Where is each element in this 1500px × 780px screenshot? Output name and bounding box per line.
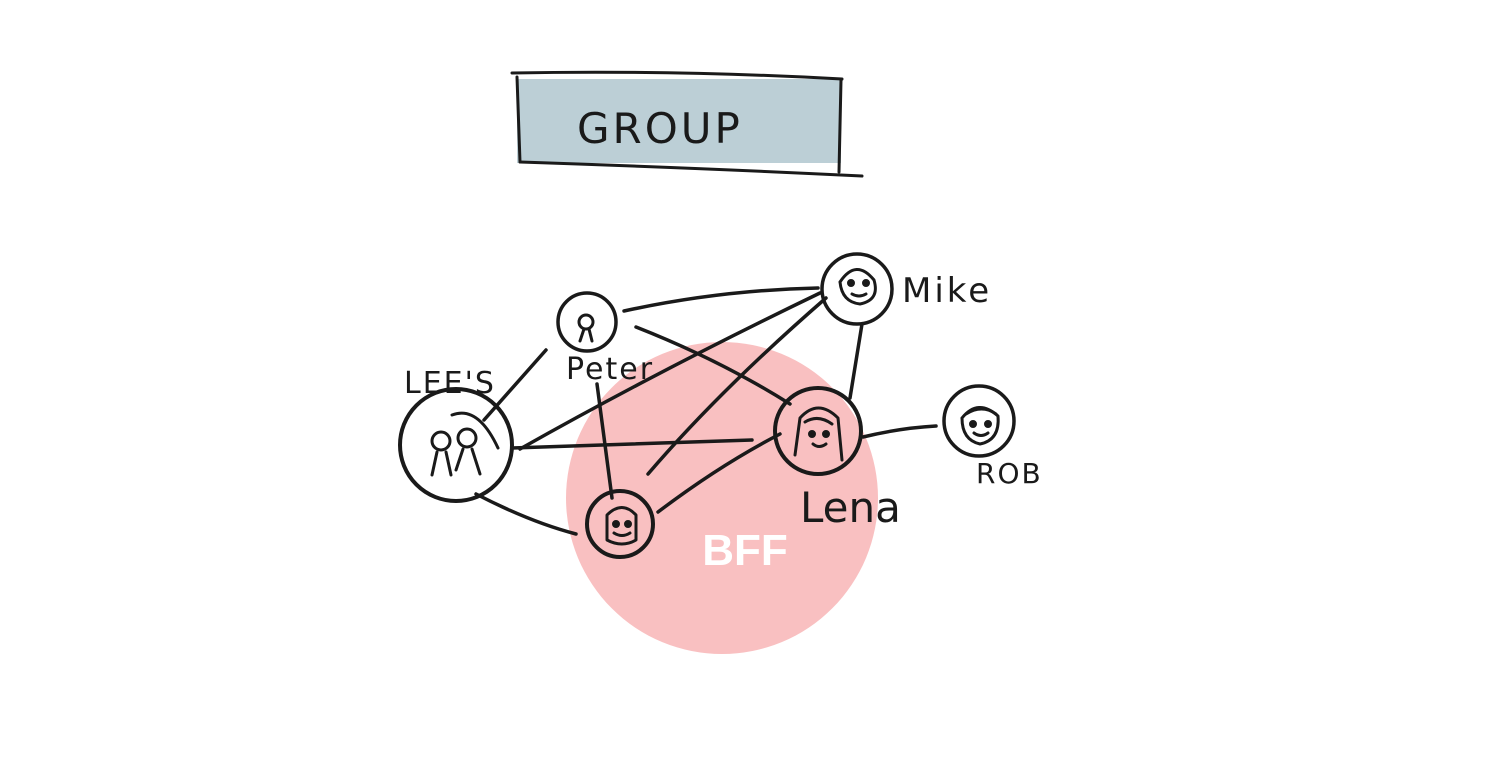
node-lees[interactable]: LEE'S xyxy=(398,366,514,503)
lees-node-circle xyxy=(398,387,514,503)
peter-node-circle xyxy=(556,291,618,353)
long-hair-face-icon xyxy=(793,406,844,462)
edge-lees-lena xyxy=(510,438,754,450)
header-top-edge xyxy=(510,70,844,81)
rob-node-circle xyxy=(942,384,1016,458)
rob-name: ROB xyxy=(976,457,1043,490)
person-icon xyxy=(577,313,595,343)
edge-mike-lena xyxy=(848,322,864,400)
edge-lena-unnamed xyxy=(656,432,782,514)
header-left-edge xyxy=(515,75,522,164)
header-bottom-edge xyxy=(518,160,864,178)
mike-node-circle xyxy=(820,252,894,326)
lees-name: LEE'S xyxy=(404,366,496,401)
bff-label: BFF xyxy=(702,526,788,575)
edge-peter-unnamed xyxy=(595,382,614,500)
node-peter[interactable]: Peter xyxy=(556,291,654,387)
lena-name: Lena xyxy=(800,483,901,532)
edge-peter-lena xyxy=(634,325,792,406)
header-box xyxy=(517,79,841,163)
node-unnamed[interactable] xyxy=(585,489,655,559)
face-icon xyxy=(838,268,877,306)
lena-node-circle xyxy=(773,386,863,476)
edge-peter-mike xyxy=(622,286,820,313)
face-icon xyxy=(605,506,638,546)
unnamed-node-circle xyxy=(585,489,655,559)
edge-lena-rob xyxy=(861,424,938,439)
edge-mike-unnamed xyxy=(646,296,828,476)
mike-name: Mike xyxy=(902,271,992,311)
edge-lees-unnamed xyxy=(474,492,578,536)
group-header[interactable]: GROUP xyxy=(510,70,864,178)
peter-name: Peter xyxy=(566,352,654,387)
node-lena[interactable]: Lena xyxy=(773,386,901,532)
couple-icon xyxy=(430,411,500,477)
edge-mike-lees xyxy=(518,291,822,451)
node-rob[interactable]: ROB xyxy=(942,384,1043,490)
header-right-edge xyxy=(837,78,843,174)
header-title: GROUP xyxy=(577,104,743,153)
node-mike[interactable]: Mike xyxy=(820,252,992,326)
edge-peter-lees xyxy=(482,348,548,422)
connections xyxy=(474,286,938,536)
face-icon xyxy=(960,406,1000,446)
